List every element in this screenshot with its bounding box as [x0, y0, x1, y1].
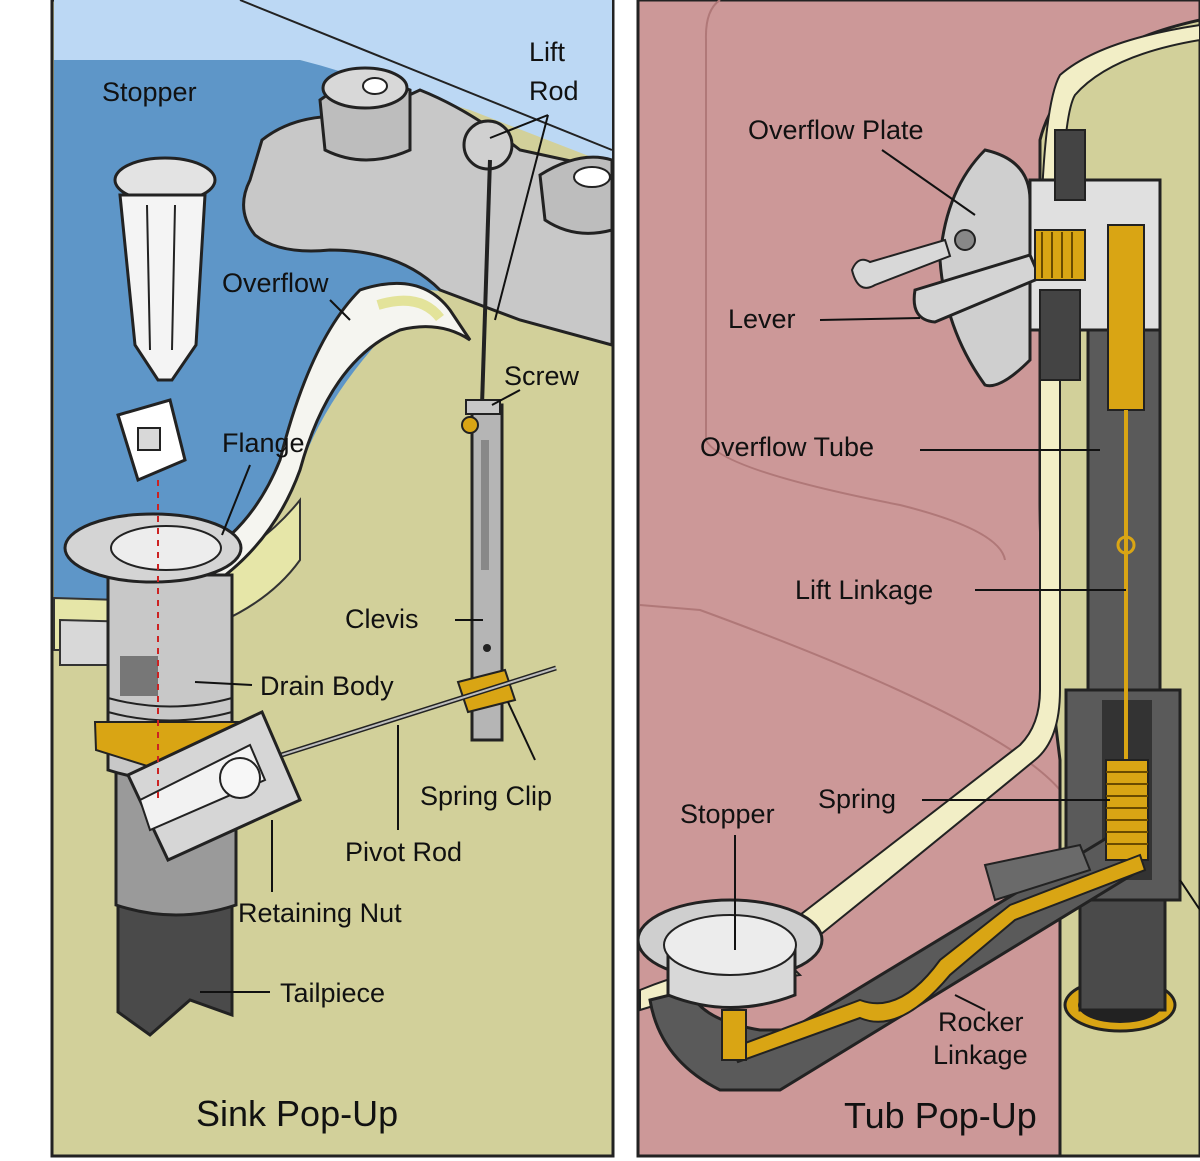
label-tub-stopper: Stopper — [680, 799, 775, 829]
drain-body — [93, 573, 302, 917]
label-overflow: Overflow — [222, 268, 329, 298]
sink-wall-tile — [54, 0, 612, 165]
clevis-screw — [461, 416, 479, 434]
label-rocker-linkage-line2: Linkage — [933, 1040, 1028, 1070]
lift-rod — [480, 159, 492, 406]
label-spring-clip: Spring Clip — [420, 781, 552, 811]
tub-leader-lines — [734, 149, 1200, 1011]
overflow-channel — [138, 281, 472, 623]
label-lift-linkage: Lift Linkage — [795, 575, 933, 605]
label-sink-stopper: Stopper — [102, 77, 197, 107]
tub-stopper — [636, 898, 824, 1009]
label-clevis: Clevis — [345, 604, 419, 634]
lift-linkage — [1107, 224, 1145, 760]
tub-spring — [1105, 759, 1149, 861]
label-drain-body: Drain Body — [260, 671, 394, 701]
label-overflow-plate: Overflow Plate — [748, 115, 924, 145]
label-rocker-linkage-line1: Rocker — [938, 1007, 1024, 1037]
lever-spring — [1034, 229, 1086, 281]
label-spring: Spring — [818, 784, 896, 814]
sink-leader-lines — [194, 114, 549, 993]
label-lift-rod-line1: Lift — [529, 37, 566, 67]
label-overflow-tube: Overflow Tube — [700, 432, 874, 462]
label-flange: Flange — [222, 428, 305, 458]
label-pivot-rod: Pivot Rod — [345, 837, 462, 867]
rocker-linkage — [730, 853, 1147, 1064]
sink-stopper — [113, 156, 217, 483]
lever — [912, 253, 1042, 324]
sink-panel: Stopper Lift Rod Overflow Screw Flange C… — [50, 0, 615, 1158]
label-lever: Lever — [728, 304, 796, 334]
label-lift-rod-line2: Rod — [529, 76, 579, 106]
faucet — [242, 66, 614, 347]
plate-screw — [850, 238, 952, 289]
label-screw: Screw — [504, 361, 580, 391]
tub-panel: Overflow Plate Lever Overflow Tube Lift … — [636, 0, 1200, 1158]
caption-sink-pop-up: Sink Pop-Up — [196, 1093, 398, 1134]
label-tailpiece: Tailpiece — [280, 978, 385, 1008]
label-retaining-nut: Retaining Nut — [238, 898, 402, 928]
caption-tub-pop-up: Tub Pop-Up — [844, 1095, 1037, 1136]
